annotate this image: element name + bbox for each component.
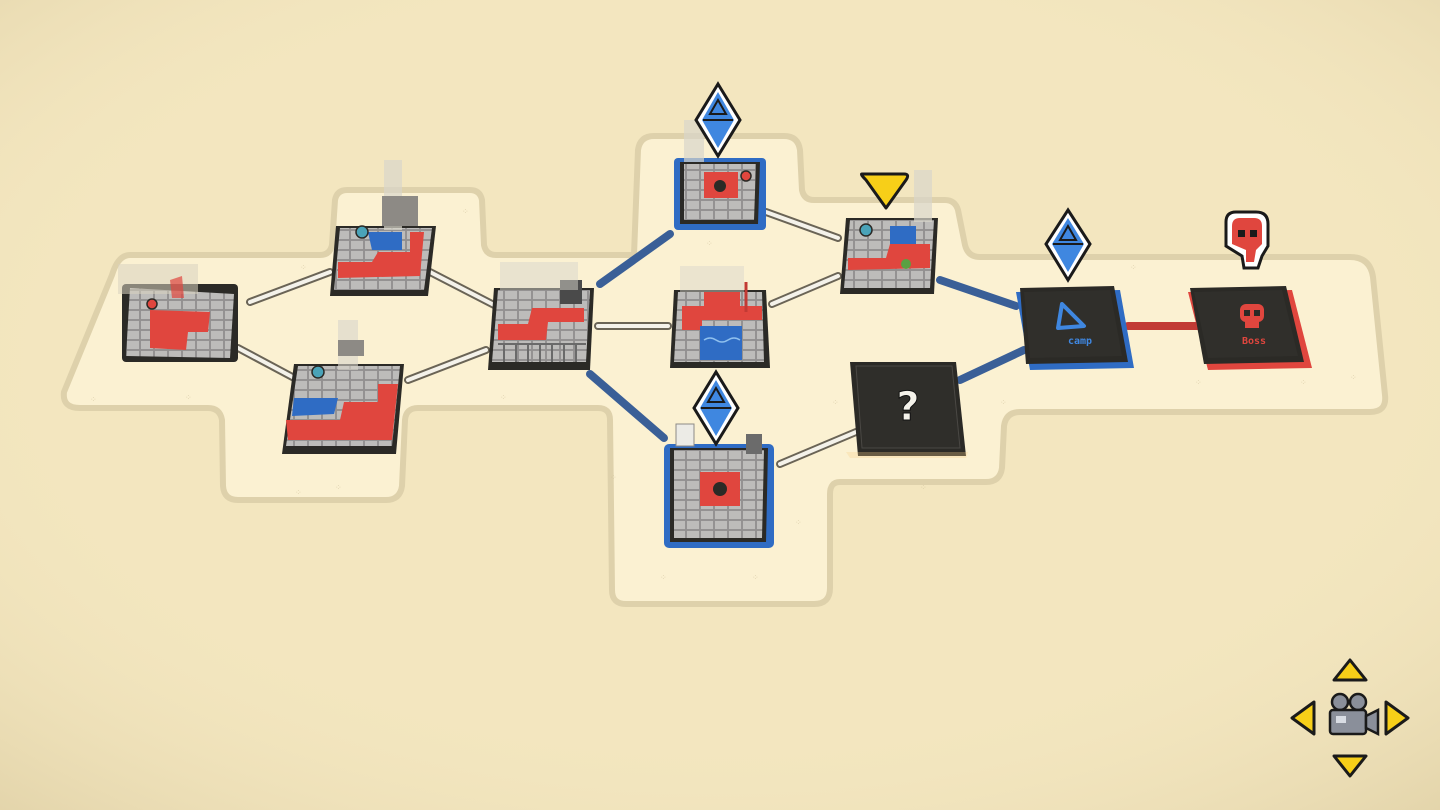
svg-text:⁘: ⁘ <box>795 518 802 527</box>
room-upper-1[interactable] <box>330 160 436 296</box>
map-paths <box>234 208 1202 468</box>
mystery-symbol: ? <box>896 384 919 430</box>
svg-text:⁘: ⁘ <box>1350 373 1357 382</box>
board-decorations: ⁘⁘ ⁘⁘ ⁘⁘ ⁘⁘ ⁘⁘ ⁘⁘ ⁘⁘ ⁘⁘ ⁘⁘ ⁘⁘ <box>90 207 1357 582</box>
camp-node[interactable]: camp <box>1016 286 1134 370</box>
svg-text:⁘: ⁘ <box>752 573 759 582</box>
camera-right-button[interactable] <box>1384 700 1410 736</box>
camera-up-button[interactable] <box>1332 658 1368 682</box>
room-current[interactable] <box>840 170 938 294</box>
svg-text:⁘: ⁘ <box>832 398 839 407</box>
svg-text:⁘: ⁘ <box>500 393 507 402</box>
svg-text:⁘: ⁘ <box>920 483 927 492</box>
room-start[interactable] <box>118 264 238 362</box>
camera-icon <box>1328 692 1380 737</box>
svg-text:⁘: ⁘ <box>1195 378 1202 387</box>
svg-text:⁘: ⁘ <box>610 473 617 482</box>
boss-skull-icon <box>1240 304 1264 328</box>
svg-text:⁘: ⁘ <box>1300 378 1307 387</box>
camp-label: camp <box>1068 336 1092 347</box>
boss-label: Boss <box>1242 336 1266 347</box>
marker-bottom-diamond <box>692 369 740 447</box>
svg-text:⁘: ⁘ <box>185 393 192 402</box>
mystery-node[interactable]: ? <box>846 362 968 458</box>
marker-current-arrow <box>860 172 910 210</box>
svg-text:⁘: ⁘ <box>462 207 469 216</box>
marker-top-diamond <box>694 81 742 159</box>
svg-text:⁘: ⁘ <box>1130 263 1137 272</box>
room-center[interactable] <box>670 266 770 368</box>
marker-boss-skull <box>1224 210 1270 270</box>
svg-text:⁘: ⁘ <box>335 483 342 492</box>
camera-down-button[interactable] <box>1332 754 1368 778</box>
boss-node[interactable]: Boss <box>1188 286 1312 370</box>
marker-camp-diamond <box>1044 207 1092 283</box>
svg-text:⁘: ⁘ <box>90 395 97 404</box>
room-hub[interactable] <box>488 262 594 370</box>
camp-icon <box>1056 302 1086 330</box>
room-bottom[interactable] <box>664 423 774 548</box>
room-lower-1[interactable] <box>282 320 404 454</box>
camera-controls <box>1290 658 1410 778</box>
svg-text:⁘: ⁘ <box>295 488 302 497</box>
svg-text:⁘: ⁘ <box>706 239 713 248</box>
svg-text:⁘: ⁘ <box>1000 398 1007 407</box>
svg-text:⁘: ⁘ <box>660 573 667 582</box>
svg-text:⁘: ⁘ <box>300 263 307 272</box>
room-top[interactable] <box>674 120 766 230</box>
camera-left-button[interactable] <box>1290 700 1316 736</box>
